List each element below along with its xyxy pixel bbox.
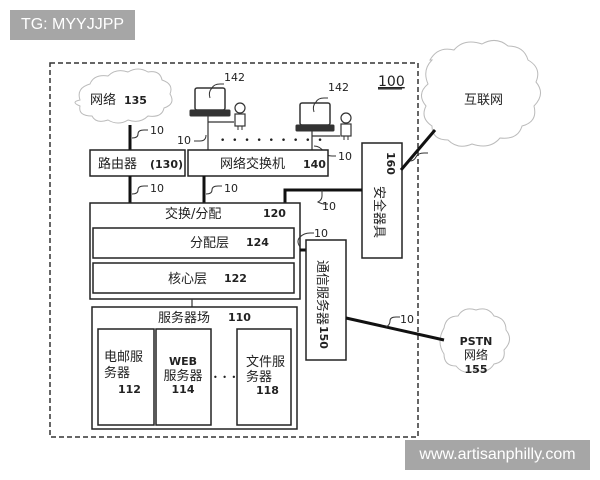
switch-distribution-number: 120 xyxy=(263,207,286,220)
pstn-cloud-line1: PSTN xyxy=(460,335,493,348)
email-server-line1: 电邮服 xyxy=(104,350,143,365)
server-farm-label: 服务器场 xyxy=(158,310,210,326)
connection-label: 10 xyxy=(224,182,238,195)
switch-distribution-label: 交换/分配 xyxy=(165,206,221,222)
network-switch-label: 网络交换机 xyxy=(220,156,285,172)
system-label: 100 xyxy=(378,74,405,90)
comm-server-number: 150 xyxy=(317,326,330,349)
internet-cloud: 互联网 xyxy=(421,40,541,147)
watermark-top: TG: MYYJJPP xyxy=(10,10,135,40)
distribution-layer-label: 分配层 xyxy=(190,236,229,251)
email-server-box: 电邮服 务器 112 xyxy=(97,328,155,426)
pstn-cloud-line2: 网络 xyxy=(464,347,488,362)
connection-label: 10 xyxy=(338,150,352,163)
security-appliance-number: 160 xyxy=(384,152,397,175)
router-label: 路由器 xyxy=(98,156,137,172)
network-switch-number: 140 xyxy=(303,158,326,171)
terminal-label-2: 142 xyxy=(328,81,349,94)
comm-server-label: 通信服务器 xyxy=(314,260,330,325)
router-box: 路由器 (130) xyxy=(89,149,186,177)
pstn-cloud-number: 155 xyxy=(465,363,488,376)
connection-label: 10 xyxy=(400,313,414,326)
server-farm-box: 服务器场 110 电邮服 务器 112 WEB 服务器 114 • • • • … xyxy=(91,306,298,430)
user-icon xyxy=(340,112,352,140)
pstn-cloud: PSTN 网络 155 xyxy=(439,308,510,376)
terminals-ellipsis: • • • • • • • • • xyxy=(220,136,325,146)
laptop-icon xyxy=(299,102,331,126)
file-server-box: 文件服 务器 118 xyxy=(236,328,292,426)
terminal-label-1: 142 xyxy=(224,71,245,84)
servers-ellipsis: • • • • xyxy=(213,373,247,382)
watermark-bottom: www.artisanphilly.com xyxy=(405,440,590,470)
distribution-layer-number: 124 xyxy=(246,236,269,249)
core-layer-number: 122 xyxy=(224,272,247,285)
network-cloud: 网络 135 xyxy=(74,68,173,124)
network-cloud-label: 网络 xyxy=(90,92,116,108)
web-server-line2: 服务器 xyxy=(163,368,202,384)
core-layer-label: 核心层 xyxy=(168,272,207,287)
system-boundary xyxy=(49,62,419,438)
comm-server-box: 通信服务器 150 xyxy=(305,239,347,361)
network-switch-box: 网络交换机 140 xyxy=(187,149,329,177)
internet-cloud-label: 互联网 xyxy=(464,93,503,108)
email-server-line2: 务器 xyxy=(104,365,130,381)
server-farm-number: 110 xyxy=(228,311,251,324)
terminal-2: 142 xyxy=(295,81,352,150)
email-server-number: 112 xyxy=(118,383,141,396)
file-server-line1: 文件服 xyxy=(246,355,285,370)
file-server-line2: 务器 xyxy=(246,369,272,385)
connection-label: 10 xyxy=(322,200,336,213)
distribution-layer-box: 分配层 124 xyxy=(92,227,295,259)
web-server-line1: WEB xyxy=(169,355,197,368)
user-icon xyxy=(234,102,246,130)
terminal-1: 142 xyxy=(189,71,246,150)
connection-label: 10 xyxy=(150,182,164,195)
core-layer-box: 核心层 122 xyxy=(92,262,295,294)
connection-label: 10 xyxy=(314,227,328,240)
file-server-number: 118 xyxy=(256,384,279,397)
web-server-number: 114 xyxy=(172,383,195,396)
security-appliance-box: 160 安全器具 xyxy=(361,142,403,259)
web-server-box: WEB 服务器 114 xyxy=(155,328,212,426)
router-number: (130) xyxy=(150,158,183,171)
security-appliance-label: 安全器具 xyxy=(371,186,387,238)
network-cloud-number: 135 xyxy=(124,94,147,107)
connection-label: 10 xyxy=(150,124,164,137)
connection-label: 10 xyxy=(177,134,191,147)
